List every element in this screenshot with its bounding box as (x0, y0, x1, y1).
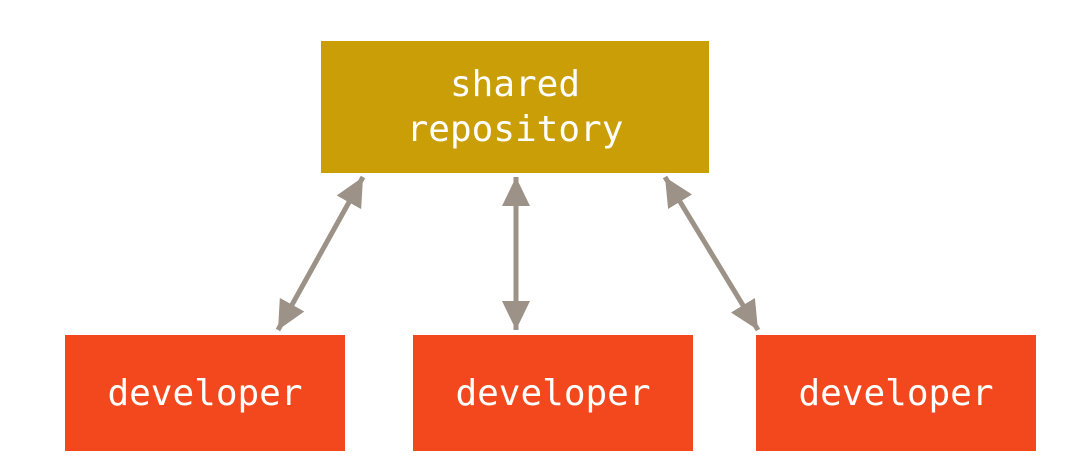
arrow-repo-developer-3-icon (662, 175, 761, 332)
arrow-repo-developer-1-icon (275, 175, 366, 332)
developer-box-3: developer (756, 335, 1036, 451)
developer-box-2: developer (413, 335, 693, 451)
shared-repository-box: shared repository (321, 41, 709, 173)
developer-box-1: developer (65, 335, 345, 451)
